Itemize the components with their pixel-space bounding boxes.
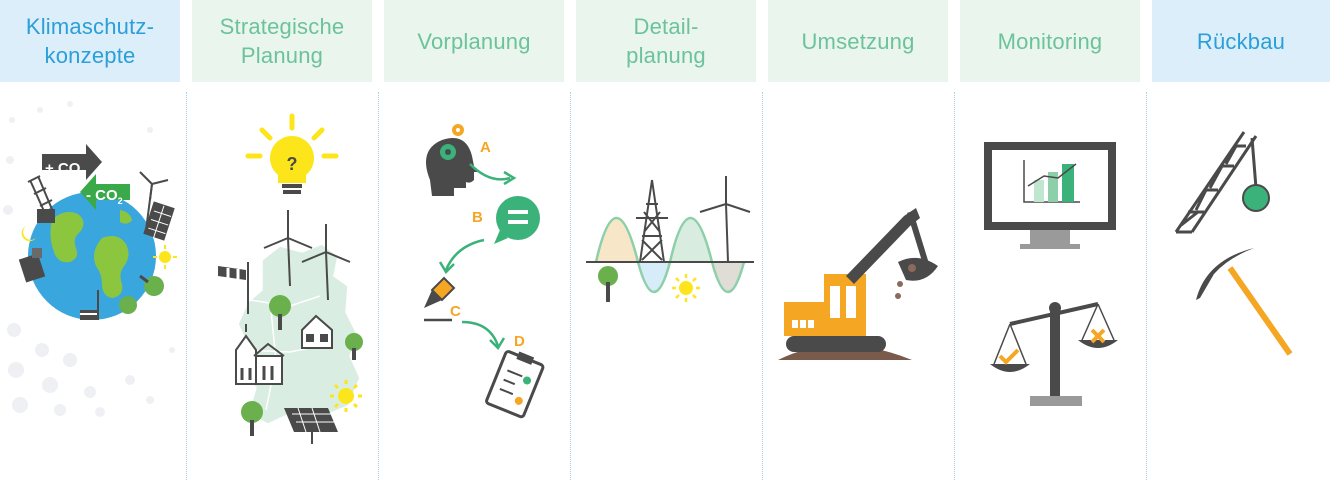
sun-icon [153,245,177,269]
wrecking-crane-icon [1174,131,1270,234]
oil-rig-icon [27,175,55,223]
wind-turbine-icon [139,171,169,231]
earth-icon [28,192,156,320]
balance-scale-icon [990,302,1118,406]
phase-label-line2: konzepte [44,43,136,68]
step-d-label: D [514,333,525,350]
wind-turbine-icon [699,176,751,263]
house-icon [301,314,333,349]
phase-label-line1: Strategische [219,14,345,39]
clipboard-icon [485,350,545,419]
phase-header-monitoring: Monitoring [960,0,1140,82]
phase-header-umsetzung: Umsetzung [768,0,948,82]
solar-panel-icon [143,201,175,241]
flow-arrow-head [503,170,517,186]
flow-arrow [469,163,511,181]
tree-icon [598,266,618,302]
phase-header-rueckbau: Rückbau [1152,0,1330,82]
head-gears-icon [426,124,478,196]
phase-label-line1: Rückbau [1196,28,1286,54]
monitor-chart-icon [984,142,1116,249]
phase-label-line1: Monitoring [997,28,1103,54]
speech-bubble-icon [494,196,540,244]
phase-label-line2: Planung [240,43,324,68]
phase-header-detailplanung: Detail-planung [576,0,756,82]
phase-label-line1: Vorplanung [417,28,531,54]
tree-icon [241,295,363,436]
bulb-question-mark: ? [287,154,298,174]
sun-icon [672,274,700,302]
phase-label-line1: Klimaschutz- [25,14,155,39]
column-divider [186,92,187,480]
pencil-icon [424,276,456,322]
moon-icon [21,226,36,242]
co2-subscript: 2 [118,196,123,206]
windsock-icon [218,262,249,314]
plus-co2-label: + CO [45,160,81,177]
co2-arrows: + CO2 - CO2 [42,144,130,210]
flow-arrow [444,238,485,271]
column-divider [570,92,571,480]
svg-text:- CO2: - CO2 [86,187,123,206]
svg-text:+ CO2: + CO2 [45,160,85,179]
phase-label-line1: Umsetzung [801,28,915,54]
windsock-icon [80,290,99,320]
flow-arrow-head [489,337,506,351]
power-pylon-icon [636,179,668,263]
flow-arrow-head [438,261,455,275]
phase-label-line2: planung [626,43,706,68]
phase-header-vorplanung: Vorplanung [384,0,564,82]
phase-label-line1: Detail- [633,14,699,39]
lightbulb-icon: ? [245,113,339,194]
church-icon [235,324,285,385]
flow-arrow [461,320,500,347]
column-divider [378,92,379,480]
tree-icon [119,274,164,314]
wave-diagram [586,216,754,294]
co2-subscript: 2 [80,169,85,179]
sun-icon [330,380,362,412]
phase-header-klimaschutzkonzepte: Klimaschutz-konzepte [0,0,180,82]
minus-co2-label: - CO [86,187,118,204]
excavator-icon [778,208,938,360]
step-c-label: C [450,303,461,320]
background-dots [3,101,175,417]
column-divider [762,92,763,480]
column-divider [1146,92,1147,480]
pickaxe-icon [1196,248,1293,356]
step-a-label: A [480,139,491,156]
solar-panel-icon [284,407,338,444]
step-b-label: B [472,209,483,226]
wind-turbine-icon [263,210,351,301]
power-plant-icon [18,248,46,283]
column-divider [954,92,955,480]
